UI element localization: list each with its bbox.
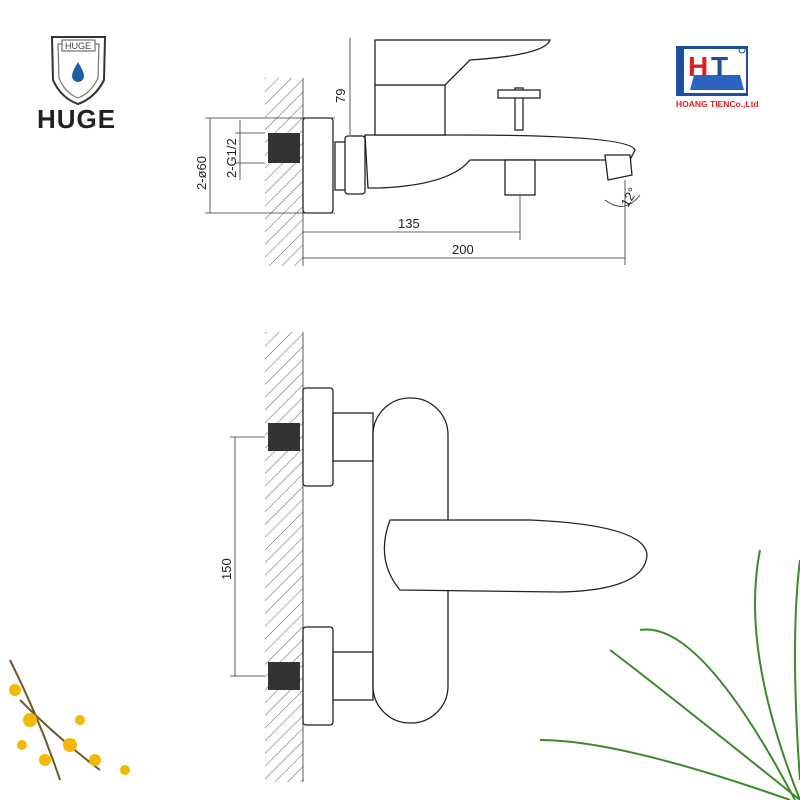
front-elevation-view (230, 332, 648, 782)
huge-shield-logo (50, 36, 107, 106)
svg-text:T: T (711, 51, 728, 82)
hoang-tien-name: HOANG TIENCo.,Ltd (676, 99, 759, 109)
dimension-diameter: 2-ø60 (194, 156, 209, 190)
dimension-200: 200 (452, 242, 474, 257)
huge-brand-name: HUGE (37, 104, 117, 134)
side-elevation-view (205, 38, 641, 266)
dimension-thread: 2-G1/2 (224, 138, 239, 178)
dimension-angle: 12° (618, 185, 641, 210)
palm-leaves-decoration (539, 549, 800, 800)
dimension-135: 135 (398, 216, 420, 231)
yellow-flowers-decoration (9, 659, 130, 781)
dimension-79: 79 (333, 89, 348, 103)
hoang-tien-logo: H T (676, 46, 748, 96)
dimension-150: 150 (219, 558, 234, 580)
huge-shield-text: HUGE (65, 41, 91, 51)
svg-text:H: H (688, 51, 708, 82)
